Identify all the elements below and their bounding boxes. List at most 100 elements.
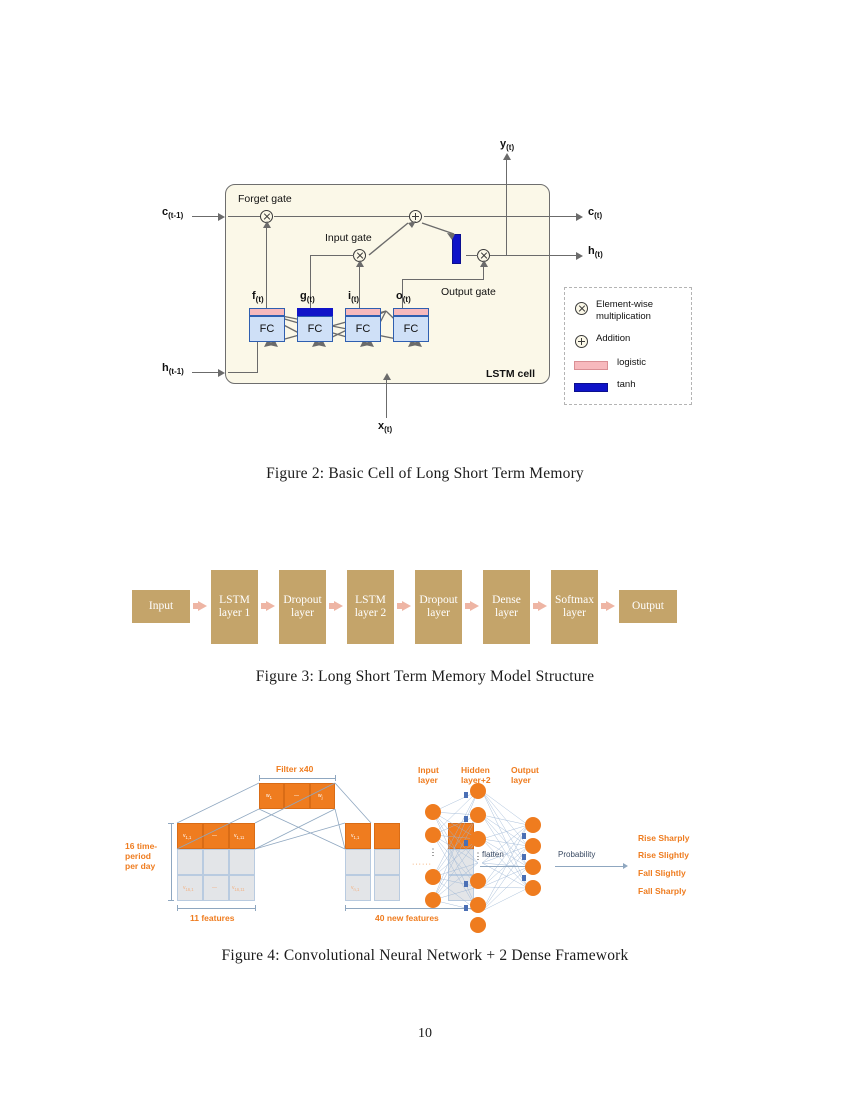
neuron-hidden-5	[470, 897, 486, 913]
arrowhead-h-prev-icon	[218, 368, 225, 377]
conv-out-col2-r3	[374, 875, 400, 901]
wire-o-elbow	[402, 279, 483, 281]
wire-x	[386, 378, 388, 418]
timeperiod-tick-top	[168, 823, 174, 824]
wire-y-tap	[506, 216, 508, 255]
filter-cell-2-text: —	[294, 793, 299, 799]
filter-dim-tick-left	[259, 775, 260, 781]
fc-block-g: FC	[297, 316, 333, 342]
conv-out-col1-text-r3: vn,1	[351, 885, 360, 892]
wire-inputgate-up	[359, 265, 361, 313]
features-out-tick-left	[345, 905, 346, 911]
input-matrix-text-r1c1: v1,1	[183, 833, 192, 840]
synapse-marker-6	[522, 833, 526, 839]
conv-out-ellipsis: ······	[412, 861, 432, 868]
pipeline-arrow-stem-4	[397, 603, 402, 609]
forget-gate-label: Forget gate	[238, 193, 292, 205]
arrowhead-y-icon	[503, 153, 511, 160]
wire-cellstate-left	[228, 216, 260, 218]
neuron-input-2	[425, 827, 441, 843]
flatten-label: flatten	[482, 850, 504, 859]
wire-h-internal	[228, 372, 258, 374]
pipeline-block-input: Input	[132, 590, 190, 623]
probability-label: Probability	[558, 850, 596, 859]
output-y-label: y(t)	[500, 138, 515, 153]
arrowhead-outputgate-icon	[480, 260, 488, 267]
input-matrix-cell-r2c3	[229, 849, 255, 875]
output-class-1: Rise Sharply	[638, 833, 690, 843]
lstm-cell-label: LSTM cell	[486, 368, 536, 380]
wire-g-riser	[310, 256, 312, 313]
pipeline-arrow-1-icon	[198, 601, 207, 611]
conv-out-col1-r2	[345, 849, 371, 875]
arrowhead-c-prev-icon	[218, 212, 225, 221]
neuron-input-1	[425, 804, 441, 820]
input-h-prev-label: h(t-1)	[162, 362, 184, 377]
output-c-label: c(t)	[588, 206, 603, 221]
legend-multiply-icon	[575, 302, 588, 315]
pipeline-arrow-stem-6	[533, 603, 538, 609]
neuron-output-2	[525, 838, 541, 854]
wire-tanh-to-mult	[466, 255, 478, 257]
synapse-marker-3	[464, 840, 468, 846]
neuron-hidden-3	[470, 831, 486, 847]
arrowhead-forget-icon	[263, 221, 271, 228]
input-gate-label: Input gate	[325, 232, 372, 244]
figure-3-caption: Figure 3: Long Short Term Memory Model S…	[255, 668, 595, 685]
conv-out-col2-r2	[374, 849, 400, 875]
wire-y	[506, 158, 508, 216]
wire-o-riser	[402, 280, 404, 313]
input-matrix-text-r1c2: —	[212, 833, 217, 839]
arrowhead-inputgate-icon	[356, 260, 364, 267]
input-c-prev-label: c(t-1)	[162, 206, 184, 221]
synapse-marker-2	[464, 816, 468, 822]
pipeline-arrow-stem-3	[329, 603, 334, 609]
wire-h-out	[550, 255, 578, 257]
neuron-output-4	[525, 880, 541, 896]
fc-activation-strip-i	[345, 308, 381, 316]
synapse-marker-8	[522, 875, 526, 881]
flatten-arrow-stem	[480, 866, 528, 867]
conv-out-col2-r1	[374, 823, 400, 849]
pipeline-arrow-6-icon	[538, 601, 547, 611]
fc-block-f: FC	[249, 316, 285, 342]
filter-dimension-line	[259, 778, 335, 779]
input-matrix-text-r3c1: v16,1	[183, 885, 194, 892]
fc-label-f: f(t)	[252, 290, 264, 305]
arrowhead-h-out-icon	[576, 251, 583, 260]
page-number: 10	[418, 1026, 432, 1041]
input-matrix-cell-r2c1	[177, 849, 203, 875]
output-h-label: h(t)	[588, 245, 603, 260]
pipeline-arrow-stem-7	[601, 603, 606, 609]
wire-c-prev	[192, 216, 220, 218]
neuron-input-3	[425, 869, 441, 885]
tanh-activation-bar	[452, 234, 461, 264]
legend-logistic-swatch	[574, 361, 608, 370]
wire-forget-up	[266, 226, 268, 312]
output-class-3: Fall Slightly	[638, 868, 686, 878]
pipeline-arrow-4-icon	[402, 601, 411, 611]
input-matrix-cell-r3c3	[229, 875, 255, 901]
features-in-dimension-line	[177, 908, 255, 909]
pipeline-arrow-stem-5	[465, 603, 470, 609]
neuron-hidden-6	[470, 917, 486, 933]
output-gate-label: Output gate	[441, 286, 496, 298]
wire-g-elbow	[310, 255, 354, 257]
fc-label-o: o(t)	[396, 290, 411, 305]
figure-4-cnn-dense-framework: Filter x40 w1 — wj v1,1 — v1,11 v16,1 — …	[125, 755, 730, 933]
filter-dim-tick-right	[335, 775, 336, 781]
probability-arrow-stem	[555, 866, 625, 867]
synapse-marker-5	[464, 905, 468, 911]
wire-cellstate-mid	[274, 216, 410, 218]
